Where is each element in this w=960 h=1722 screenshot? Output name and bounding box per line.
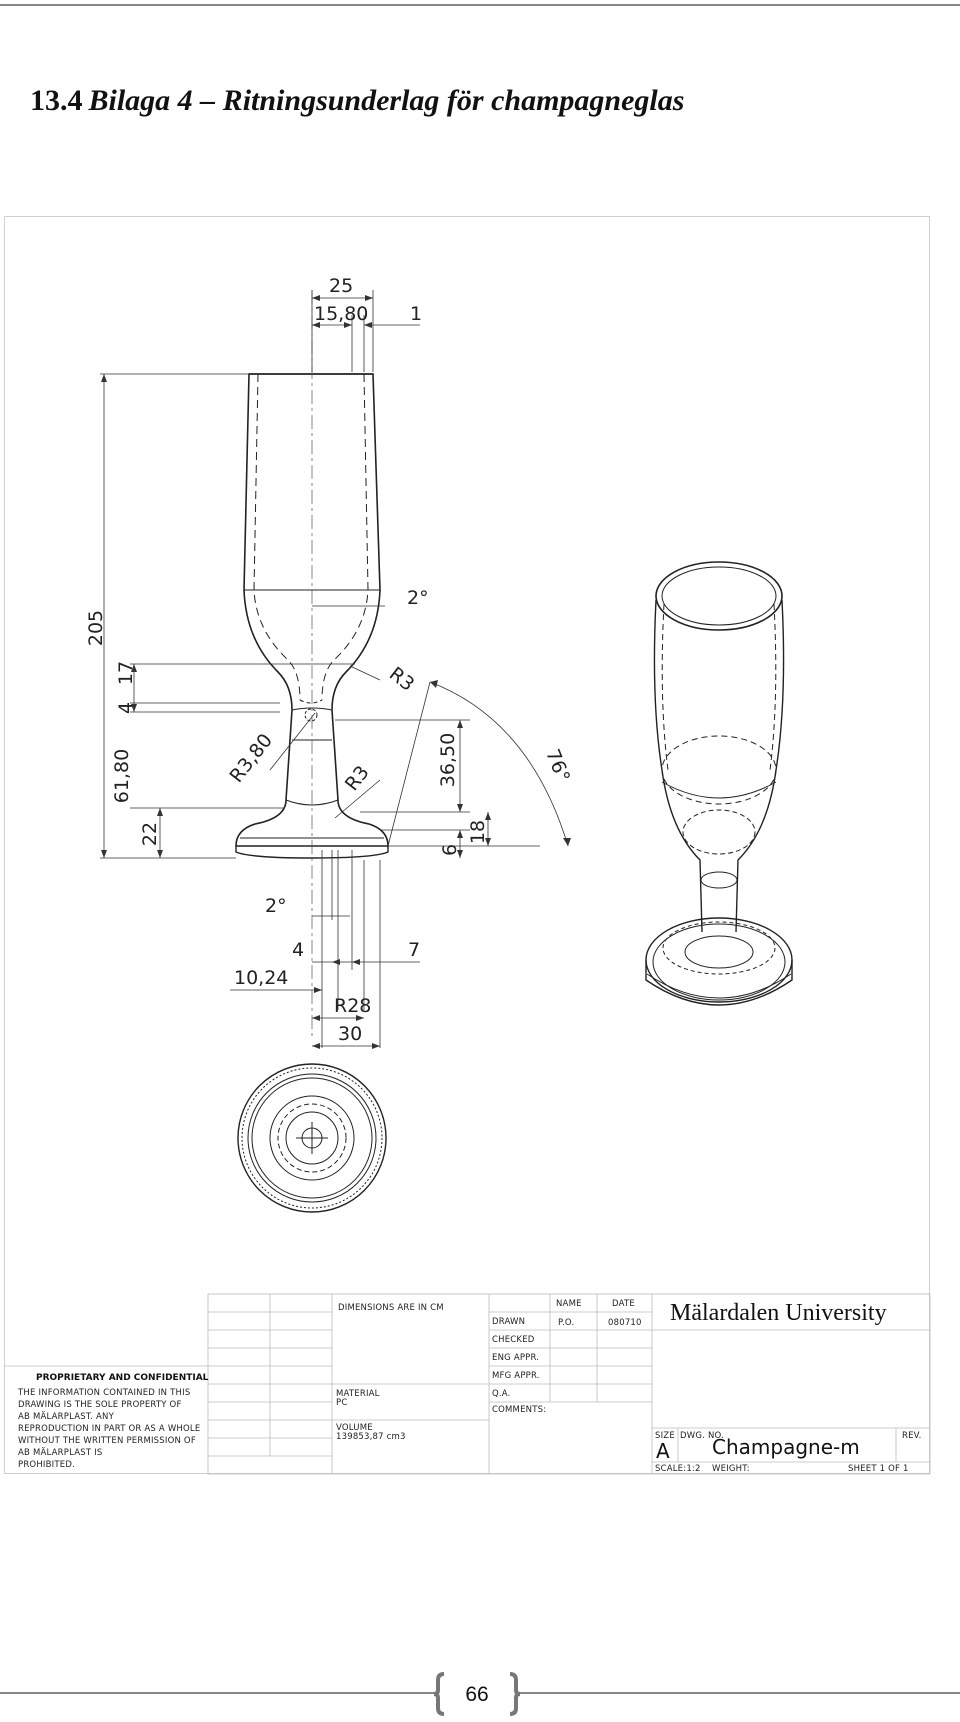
material-value: PC (336, 1398, 347, 1408)
dim-r28: R28 (334, 995, 371, 1017)
heading-number: 13.4 (30, 84, 83, 117)
heading-title: Bilaga 4 – Ritningsunderlag för champagn… (88, 84, 685, 117)
proprietary-title: PROPRIETARY AND CONFIDENTIAL (36, 1373, 209, 1383)
dim-17: 17 (115, 661, 137, 685)
size-label: SIZE (655, 1431, 675, 1441)
volume-label: VOLUME (336, 1423, 373, 1433)
sheet-label: SHEET 1 OF 1 (848, 1464, 909, 1474)
weight-label: WEIGHT: (712, 1464, 750, 1474)
dim-r3-80: R3,80 (226, 730, 278, 787)
dim-7: 7 (408, 939, 420, 961)
title-block-grid (4, 1293, 931, 1475)
dim-30: 30 (338, 1023, 362, 1045)
footer-rule-left (0, 1692, 436, 1694)
mfg-appr-label: MFG APPR. (492, 1371, 540, 1381)
dim-4-vertical: 4 (115, 702, 137, 714)
dim-76-deg: 76° (541, 746, 574, 785)
dim-22: 22 (139, 822, 161, 846)
name-header: NAME (556, 1299, 582, 1309)
drawing-sheet-frame (4, 216, 930, 1474)
volume-value: 139853,87 cm3 (336, 1432, 406, 1442)
top-view (237, 1063, 387, 1213)
top-rule (0, 4, 960, 6)
dim-61-80: 61,80 (111, 749, 133, 803)
proprietary-line: DRAWING IS THE SOLE PROPERTY OF (18, 1400, 182, 1410)
proprietary-line: PROHIBITED. (18, 1460, 75, 1470)
dimension-arrows (101, 295, 571, 1049)
proprietary-line: WITHOUT THE WRITTEN PERMISSION OF (18, 1436, 196, 1446)
dim-10-24: 10,24 (234, 967, 288, 989)
dim-205: 205 (85, 610, 107, 646)
dwg-no-label: DWG. NO. (680, 1431, 724, 1441)
dim-1: 1 (410, 303, 422, 325)
side-view (235, 290, 389, 1040)
dimensions-note: DIMENSIONS ARE IN CM (338, 1303, 444, 1313)
proprietary-line: REPRODUCTION IN PART OR AS A WHOLE (18, 1424, 200, 1434)
proprietary-line: AB MÄLARPLAST. ANY (18, 1411, 115, 1422)
dimension-lines (100, 290, 569, 1048)
drawn-name: P.O. (558, 1318, 574, 1328)
dim-18: 18 (467, 820, 489, 844)
dim-15-80: 15,80 (314, 303, 368, 325)
dim-2-deg-top: 2° (407, 587, 429, 609)
dim-25: 25 (329, 275, 353, 297)
rev-label: REV. (902, 1431, 922, 1441)
page-number-box: 66 (433, 1672, 521, 1716)
proprietary-line: AB MÄLARPLAST IS (18, 1447, 102, 1458)
footer-rule-right (518, 1692, 960, 1694)
drawn-date: 080710 (608, 1318, 642, 1328)
isometric-view (645, 561, 793, 1006)
page-number: 66 (465, 1683, 489, 1706)
scale-label: SCALE:1:2 (655, 1464, 701, 1474)
eng-appr-label: ENG APPR. (492, 1353, 539, 1363)
proprietary-line: THE INFORMATION CONTAINED IN THIS (17, 1388, 190, 1398)
drawn-label: DRAWN (492, 1317, 525, 1327)
dwg-no-value: Champagne-m (712, 1435, 860, 1459)
dim-6: 6 (439, 844, 461, 856)
material-label: MATERIAL (336, 1389, 380, 1399)
qa-label: Q.A. (492, 1389, 511, 1399)
dim-r3-lower: R3 (341, 762, 374, 795)
dim-36-50: 36,50 (437, 733, 459, 787)
size-value: A (656, 1439, 670, 1463)
date-header: DATE (612, 1299, 635, 1309)
checked-label: CHECKED (492, 1335, 535, 1345)
dim-2-deg-bottom: 2° (265, 895, 287, 917)
comments-label: COMMENTS: (492, 1405, 546, 1415)
dim-r3-upper: R3 (385, 663, 418, 696)
university-name: Mälardalen University (670, 1300, 887, 1326)
dim-4-horizontal: 4 (292, 939, 304, 961)
